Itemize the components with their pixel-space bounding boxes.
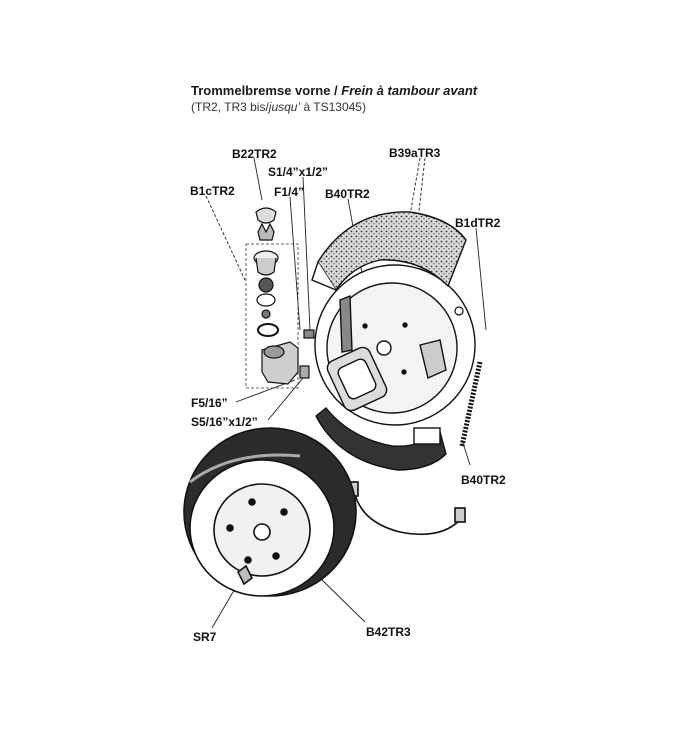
title-main-italic: Frein à tambour avant xyxy=(341,83,478,98)
center-hole xyxy=(376,340,392,356)
piston-body xyxy=(255,257,277,276)
hub-mount-opening xyxy=(337,358,377,400)
shoe-lining-bottom xyxy=(315,407,447,471)
return-spring-right xyxy=(454,306,483,447)
label-b39atr3: B39aTR3 xyxy=(389,146,441,160)
stud-hole-3 xyxy=(401,369,407,375)
label-b1dtr2: B1dTR2 xyxy=(455,216,501,230)
diagram-title: Trommelbremse vorne / Frein à tambour av… xyxy=(191,83,477,98)
label-f14: F1/4” xyxy=(274,185,305,199)
brake-drum xyxy=(183,427,357,597)
wheel-cylinder-bore xyxy=(263,345,285,359)
brake-pipe xyxy=(349,481,466,536)
label-b22tr2: B22TR2 xyxy=(232,147,277,161)
pipe-line xyxy=(353,489,461,536)
drum-screw xyxy=(236,564,254,586)
brake-shoe-top xyxy=(311,211,467,292)
spring-coil xyxy=(459,361,483,447)
boot-ring xyxy=(257,323,279,337)
subtitle-prefix: (TR2, TR3 bis/ xyxy=(191,100,269,114)
drum-hole-3 xyxy=(280,508,288,516)
drum-hole-4 xyxy=(272,552,280,560)
drum-center-hole xyxy=(253,523,271,541)
stud-hole-1 xyxy=(362,323,368,329)
spring-pin xyxy=(454,306,464,316)
leader-b40tr2-bottom xyxy=(461,439,471,466)
spring xyxy=(261,309,271,319)
drum-rim-highlight xyxy=(189,453,301,484)
leader-f14 xyxy=(289,196,301,331)
label-b42tr3: B42TR3 xyxy=(366,625,411,639)
diagram-subtitle: (TR2, TR3 bis/jusqu’ à TS13045) xyxy=(191,100,366,114)
shoe-lining-top xyxy=(317,211,467,292)
label-b40tr2-bottom: B40TR2 xyxy=(461,473,506,487)
adjuster-cylinder xyxy=(419,339,447,379)
brake-shoe-bottom xyxy=(315,407,447,471)
leader-b1dtr2 xyxy=(475,227,487,331)
wheel-cylinder-group-box xyxy=(245,243,299,389)
leader-s516x12 xyxy=(267,371,309,421)
label-b1ctr2: B1cTR2 xyxy=(190,184,235,198)
label-sr7: SR7 xyxy=(193,630,217,644)
bolt-s516 xyxy=(299,365,310,379)
shoe-edge-top xyxy=(311,261,337,291)
drum-hole-2 xyxy=(248,498,256,506)
bleed-screw-cap xyxy=(255,207,277,224)
spring-cup xyxy=(256,293,276,307)
leader-s14x12 xyxy=(302,176,311,331)
pipe-union-right xyxy=(454,507,466,523)
subtitle-italic: jusqu’ xyxy=(268,100,301,114)
label-s14x12: S1/4”x1/2” xyxy=(268,165,329,179)
title-main: Trommelbremse vorne / xyxy=(191,83,342,98)
bleed-nipple xyxy=(257,222,275,241)
leader-b22tr2 xyxy=(253,157,263,201)
drum-hole-1 xyxy=(226,524,234,532)
nut-f14 xyxy=(303,329,315,339)
drum-hole-5 xyxy=(244,556,252,564)
label-s516x12: S5/16”x1/2” xyxy=(191,415,258,429)
subtitle-suffix: à TS13045) xyxy=(300,100,366,114)
seal-cup xyxy=(258,277,274,293)
leader-b39atr3-a xyxy=(409,157,421,216)
leader-b1ctr2 xyxy=(205,195,246,281)
leader-b42tr3 xyxy=(319,577,366,623)
shoe-tip-bottom xyxy=(413,427,441,445)
label-f516: F5/16” xyxy=(191,396,228,410)
label-b40tr2-top: B40TR2 xyxy=(325,187,370,201)
brake-backplate xyxy=(314,264,476,426)
stud-hole-2 xyxy=(402,322,408,328)
shoe-spring xyxy=(339,294,353,353)
wheel-cylinder-parts xyxy=(253,207,315,385)
